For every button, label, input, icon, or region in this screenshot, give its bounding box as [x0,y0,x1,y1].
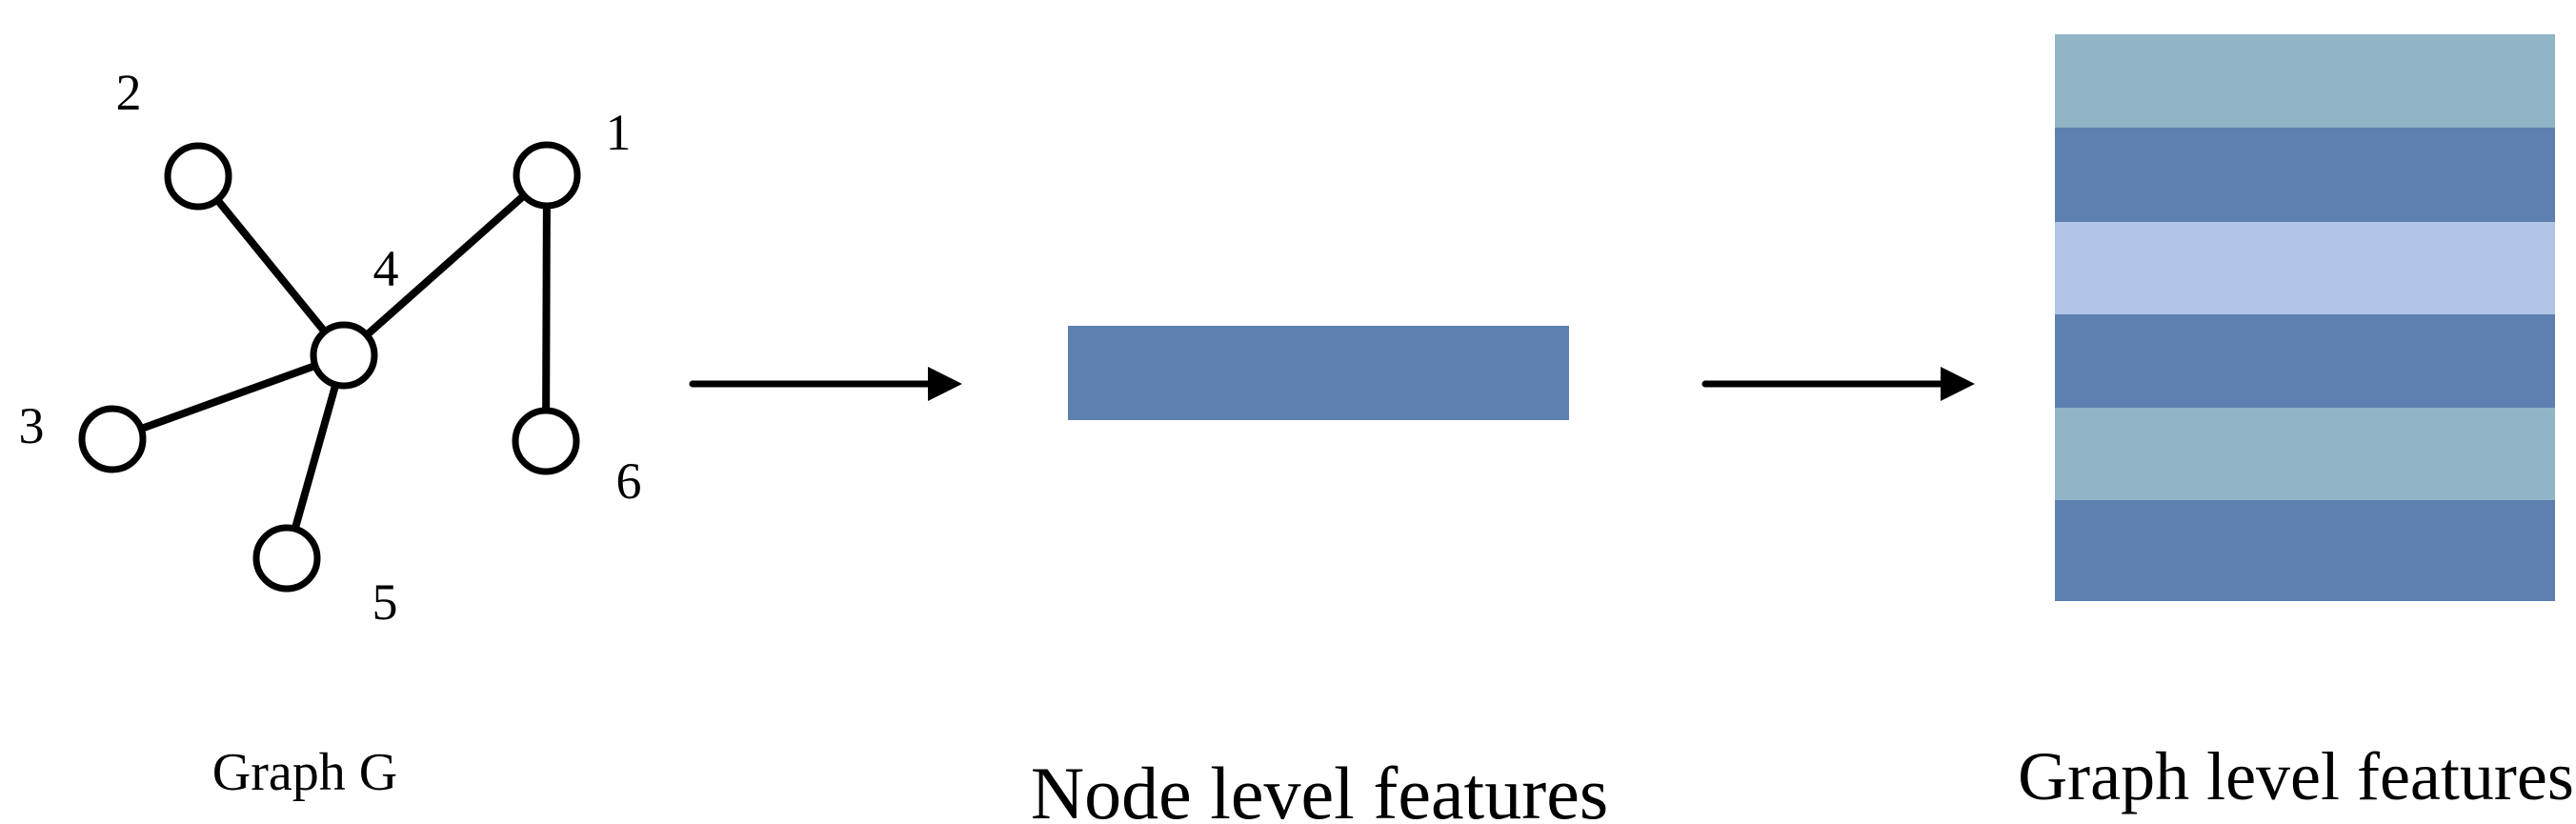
graph-node-4 [310,321,378,390]
graph-g-drawing: 1 2 3 4 5 6 [19,64,642,631]
graph-node-2 [164,142,232,211]
graph-edge-1-4 [341,172,550,358]
right-arrow-icon [1701,367,1975,401]
node-level-features-caption: Node level features [1030,752,1609,824]
graph-level-features-stack [2055,34,2555,601]
graph-level-features-caption: Graph level features [2018,738,2574,814]
feature-stack-band-6 [2055,500,2555,601]
graph-node-3 [78,405,147,473]
feature-stack-band-2 [2055,128,2555,222]
graph-node-6 [512,407,580,475]
feature-stack-band-5 [2055,408,2555,500]
graph-edge-2-4 [194,173,348,358]
feature-stack-band-3 [2055,222,2555,314]
graph-node-label-1: 1 [606,104,632,161]
node-level-features-bar [1068,326,1569,420]
graph-node-5 [252,524,321,593]
graph-node-1 [513,141,581,210]
graph-edge-4-5 [283,353,348,560]
graph-node-label-6: 6 [616,452,642,510]
graph-edge-3-4 [111,352,346,443]
graph-node-label-3: 3 [19,397,45,454]
right-arrow-icon [689,367,962,401]
feature-stack-band-1 [2055,34,2555,128]
graph-node-label-2: 2 [116,64,142,121]
feature-stack-band-4 [2055,314,2555,408]
graph-caption: Graph G [211,743,398,802]
graph-edge-1-6 [542,174,551,442]
graph-node-label-4: 4 [373,240,399,297]
graph-node-label-5: 5 [372,573,398,631]
